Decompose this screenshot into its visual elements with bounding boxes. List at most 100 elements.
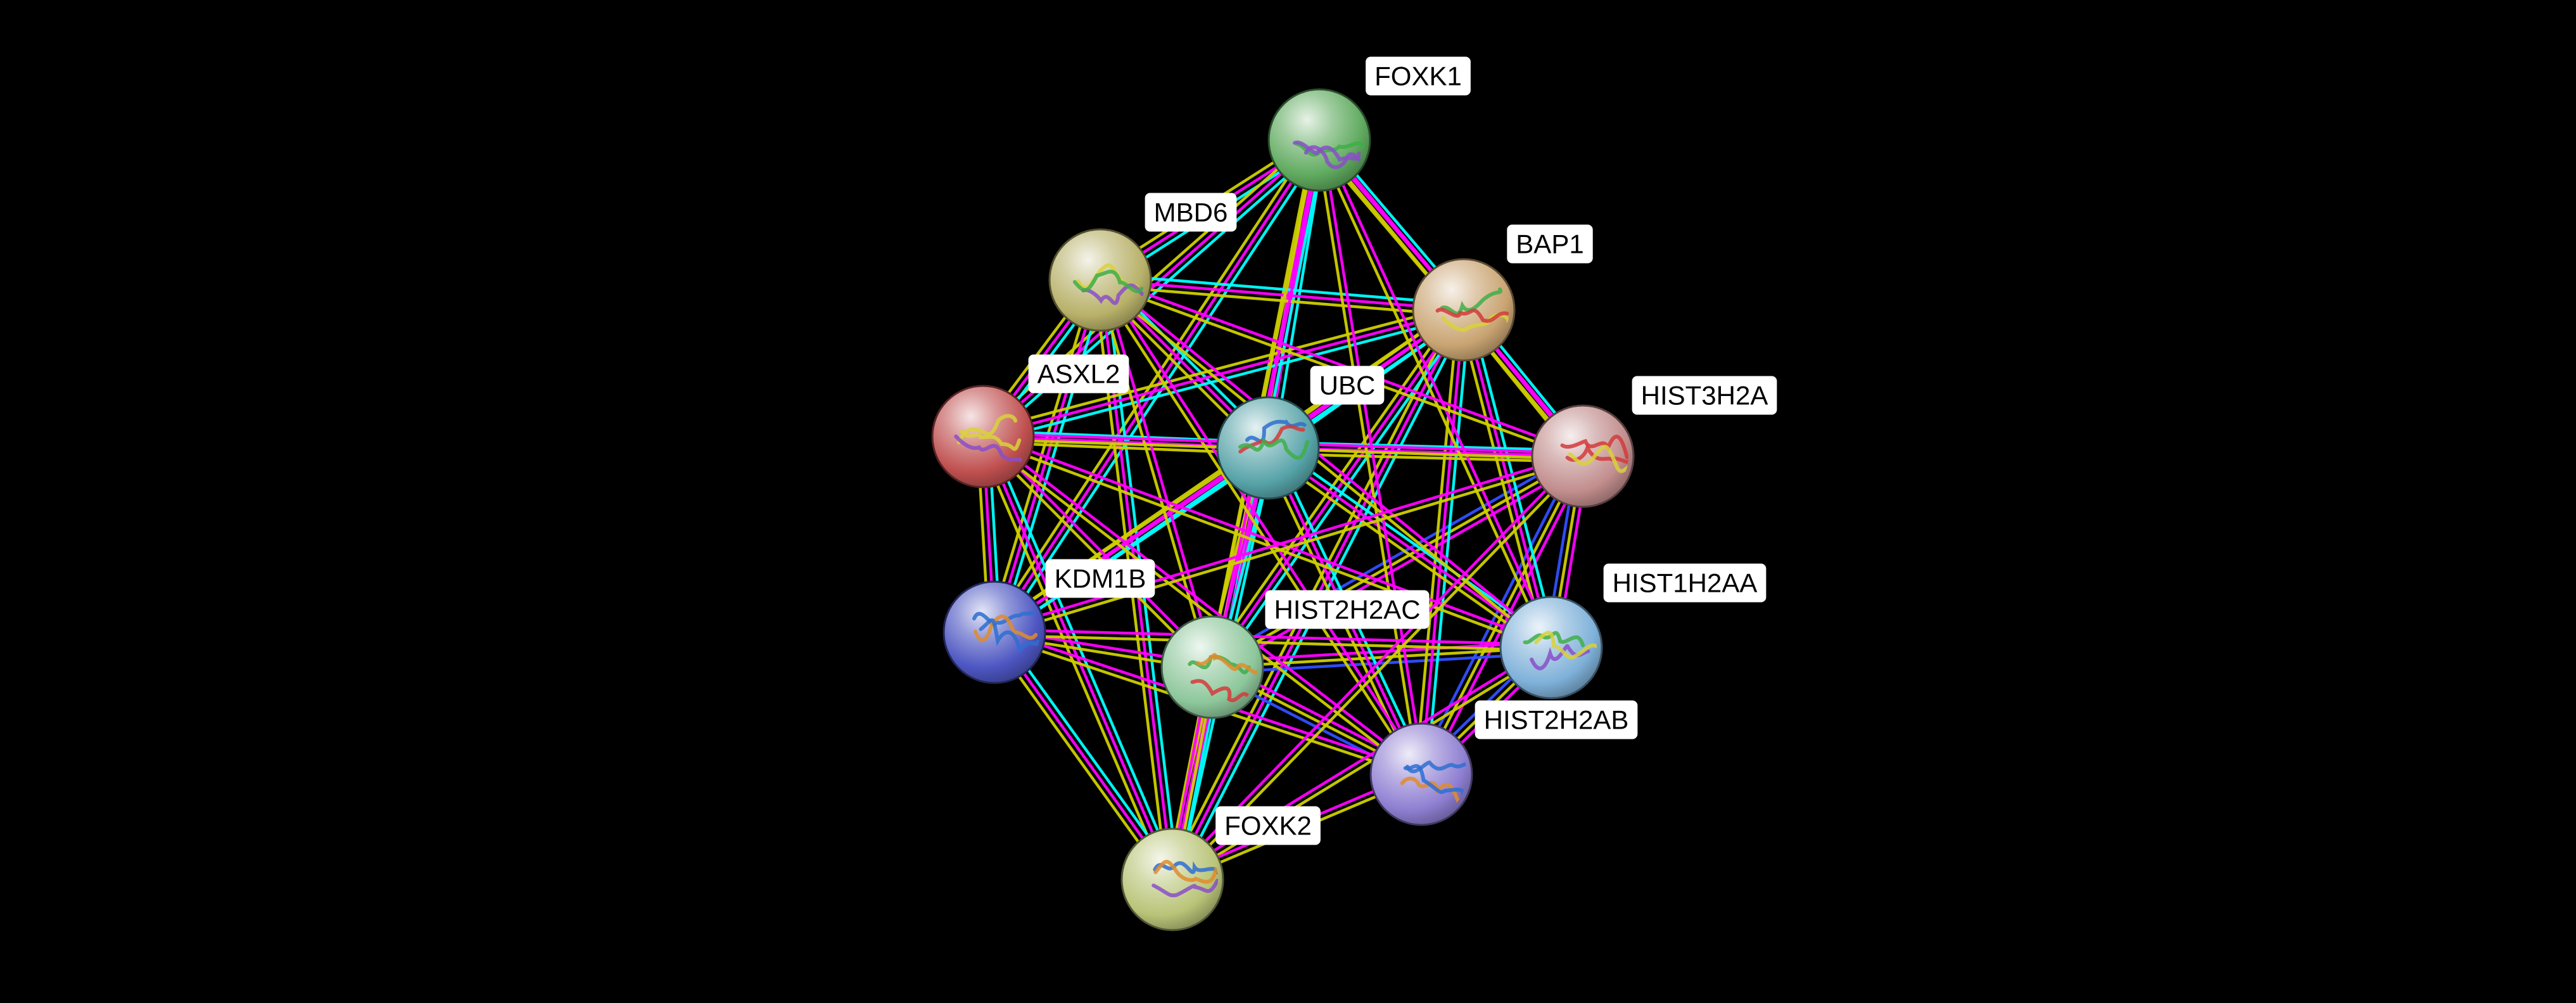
edge-ASXL2-HIST2H2AC[interactable] (980, 433, 1215, 670)
edge-strand-yellow (1264, 451, 1549, 654)
protein-label-MBD6[interactable]: MBD6 (1145, 193, 1237, 232)
edge-KDM1B-HIST3H2A[interactable] (993, 452, 1584, 637)
protein-node-BAP1[interactable] (1412, 258, 1516, 362)
protein-label-UBC[interactable]: UBC (1310, 366, 1385, 405)
edge-BAP1-HIST1H2AA[interactable] (1457, 308, 1558, 649)
protein-structure-icon (1560, 435, 1628, 473)
protein-node-MBD6[interactable] (1048, 228, 1152, 332)
edge-strand-magenta (1462, 309, 1553, 648)
protein-label-text[interactable]: MBD6 (1154, 198, 1228, 227)
protein-node-HIST3H2A[interactable] (1531, 404, 1640, 508)
edge-strand-magenta (1100, 276, 1585, 455)
protein-label-HIST2H2AB[interactable]: HIST2H2AB (1475, 700, 1638, 739)
protein-node-HIST2H2AC[interactable] (1160, 615, 1264, 719)
edge-strand-yellow (1096, 280, 1211, 668)
edge-strand-yellow (980, 437, 1212, 670)
edge-HIST2H2AC-HIST1H2AA[interactable] (1212, 640, 1552, 675)
protein-label-text[interactable]: HIST1H2AA (1613, 568, 1758, 598)
protein-label-FOXK2[interactable]: FOXK2 (1215, 806, 1321, 845)
protein-label-background[interactable] (1028, 354, 1129, 393)
protein-node-KDM1B[interactable] (942, 580, 1046, 684)
protein-label-BAP1[interactable]: BAP1 (1507, 224, 1593, 264)
edge-MBD6-HIST2H2AC[interactable] (1096, 279, 1217, 668)
protein-structure-icon (954, 414, 1023, 463)
protein-label-background[interactable] (1366, 56, 1471, 96)
edge-KDM1B-HIST1H2AA[interactable] (994, 628, 1552, 652)
edge-ASXL2-HIST2H2AB[interactable] (980, 433, 1424, 778)
edge-strand-cyan (996, 451, 1272, 639)
edge-UBC-KDM1B[interactable] (990, 442, 1272, 639)
protein-label-text[interactable]: BAP1 (1516, 229, 1583, 259)
protein-label-background[interactable] (1310, 366, 1385, 405)
protein-sphere[interactable] (1048, 228, 1152, 332)
protein-label-ASXL2[interactable]: ASXL2 (1028, 354, 1129, 393)
protein-node-FOXK2[interactable] (1120, 827, 1224, 931)
edge-strand-yellow (1315, 140, 1550, 649)
protein-sphere[interactable] (1120, 827, 1224, 931)
edge-FOXK1-HIST2H2AB[interactable] (1315, 139, 1426, 776)
protein-sphere[interactable] (1499, 596, 1603, 700)
protein-label-text[interactable]: FOXK1 (1374, 61, 1462, 91)
edge-strand-magenta (994, 628, 1552, 646)
protein-label-background[interactable] (1045, 559, 1155, 598)
edge-strand-magenta (1101, 276, 1554, 647)
edge-strand-yellow (990, 442, 1266, 629)
edge-strand-yellow (1100, 284, 1464, 317)
edge-strand-magenta (1321, 138, 1556, 648)
protein-node-HIST1H2AA[interactable] (1499, 596, 1603, 700)
protein-sphere[interactable] (1267, 88, 1371, 192)
edge-strand-cyan (1215, 312, 1470, 672)
protein-label-HIST3H2A[interactable]: HIST3H2A (1632, 376, 1777, 415)
edge-strand-yellow (1206, 305, 1461, 665)
edge-strand-yellow (1315, 140, 1420, 776)
protein-label-KDM1B[interactable]: KDM1B (1045, 559, 1155, 598)
protein-label-HIST2H2AC[interactable]: HIST2H2AC (1265, 590, 1430, 629)
edge-strand-magenta (1100, 278, 1464, 312)
protein-label-text[interactable]: ASXL2 (1037, 359, 1120, 389)
protein-node-ASXL2[interactable] (931, 385, 1035, 489)
protein-label-text[interactable]: FOXK2 (1224, 811, 1312, 841)
edge-strand-magenta (1419, 309, 1466, 775)
protein-label-background[interactable] (1632, 376, 1777, 415)
protein-structure-icon (1152, 860, 1218, 898)
protein-label-background[interactable] (1265, 590, 1430, 629)
edge-strand-magenta (984, 433, 1424, 774)
protein-label-background[interactable] (1475, 700, 1638, 739)
edge-FOXK1-HIST1H2AA[interactable] (1315, 138, 1556, 649)
edge-strand-cyan (1272, 141, 1327, 449)
protein-sphere[interactable] (1216, 396, 1320, 500)
protein-structure-icon (1400, 760, 1467, 804)
protein-label-text[interactable]: UBC (1319, 371, 1376, 400)
protein-label-background[interactable] (1145, 193, 1237, 232)
edge-strand-magenta (1101, 278, 1425, 774)
edge-MBD6-HIST2H2AB[interactable] (1096, 278, 1425, 777)
edge-strand-yellow (1414, 309, 1460, 774)
protein-label-background[interactable] (1215, 806, 1321, 845)
protein-node-FOXK1[interactable] (1267, 88, 1371, 192)
protein-label-text[interactable]: HIST3H2A (1641, 381, 1768, 411)
protein-structure-icon (1523, 630, 1597, 670)
protein-label-text[interactable]: KDM1B (1055, 564, 1146, 594)
protein-sphere[interactable] (1160, 615, 1264, 719)
protein-label-background[interactable] (1507, 224, 1593, 264)
edge-MBD6-HIST1H2AA[interactable] (1097, 276, 1554, 651)
edge-strand-magenta (983, 432, 1553, 646)
edge-BAP1-HIST2H2AB[interactable] (1414, 309, 1471, 776)
edge-strand-yellow (1457, 310, 1547, 649)
protein-node-HIST2H2AB[interactable] (1369, 722, 1473, 826)
protein-label-text[interactable]: HIST2H2AC (1274, 595, 1420, 625)
edge-strand-yellow (1096, 281, 1421, 777)
edge-strand-yellow (1097, 281, 1551, 651)
edge-strand-cyan (1468, 308, 1558, 647)
protein-label-FOXK1[interactable]: FOXK1 (1366, 56, 1471, 96)
protein-label-background[interactable] (1603, 563, 1767, 603)
protein-node-UBC[interactable] (1216, 396, 1320, 500)
edge-ASXL2-HIST1H2AA[interactable] (981, 432, 1553, 652)
protein-label-text[interactable]: HIST2H2AB (1484, 705, 1629, 735)
protein-structure-icon (1072, 263, 1145, 305)
edge-strand-cyan (987, 433, 1179, 878)
protein-label-HIST1H2AA[interactable]: HIST1H2AA (1603, 563, 1767, 603)
edge-MBD6-BAP1[interactable] (1100, 272, 1464, 317)
